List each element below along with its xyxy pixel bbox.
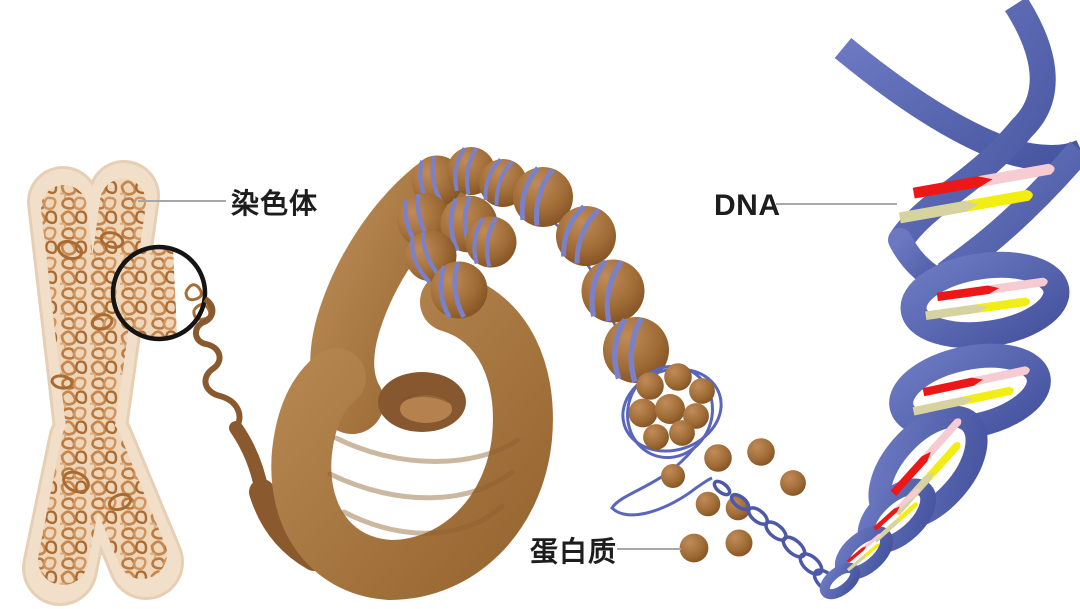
magnifier-circle	[110, 244, 212, 342]
dna-label: DNA	[714, 189, 781, 222]
histone-bead	[669, 420, 695, 446]
protein-bead	[704, 444, 732, 472]
protein-bead	[679, 533, 709, 563]
protein-bead	[747, 438, 775, 466]
nucleosome-bead	[601, 315, 671, 385]
protein-bead	[725, 529, 753, 557]
histone-bead	[664, 363, 692, 391]
histone-bead	[689, 378, 715, 404]
protein-bead	[780, 470, 806, 496]
chromosome-illustration	[22, 160, 327, 606]
magnifier-ring	[110, 244, 208, 342]
histone-bead	[655, 394, 685, 424]
free-histone-proteins	[610, 438, 806, 563]
histone-bead	[628, 398, 658, 428]
dna-double-helix	[819, 0, 1080, 600]
histone-bead	[636, 372, 664, 400]
protein-bead	[695, 491, 721, 517]
histone-octamer-cluster	[621, 363, 723, 460]
histone-bead	[643, 424, 669, 450]
chromosome-label: 染色体	[231, 187, 318, 219]
chromatin-loops	[50, 231, 133, 512]
protein-bead	[661, 464, 685, 488]
protein-label: 蛋白质	[530, 535, 617, 567]
